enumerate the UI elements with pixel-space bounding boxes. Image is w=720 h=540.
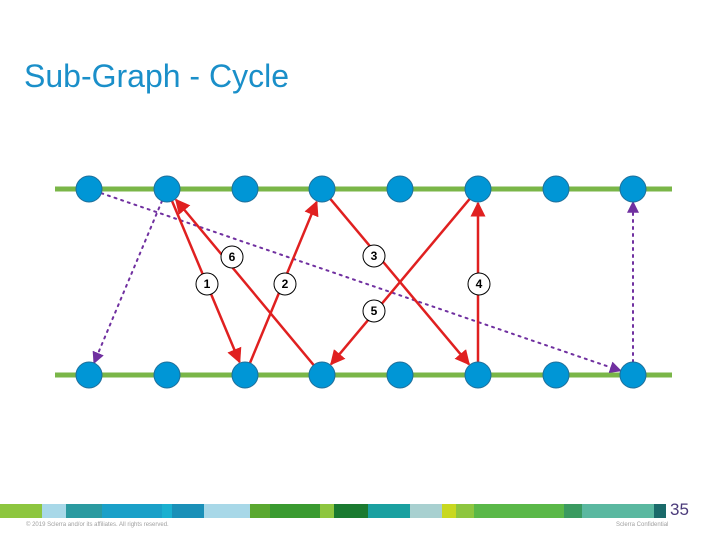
footer-segment bbox=[204, 504, 250, 518]
footer-segment bbox=[442, 504, 456, 518]
top-node-8 bbox=[619, 175, 647, 203]
step-badge-1 bbox=[195, 272, 219, 296]
footer-segment bbox=[654, 504, 666, 518]
top-node-3 bbox=[231, 175, 259, 203]
top-node-4 bbox=[308, 175, 336, 203]
footer-segment bbox=[456, 504, 474, 518]
edge-5 bbox=[330, 198, 471, 366]
top-node-1 bbox=[75, 175, 103, 203]
bottom-node-4 bbox=[308, 361, 336, 389]
top-node-6 bbox=[464, 175, 492, 203]
bottom-node-8 bbox=[619, 361, 647, 389]
bottom-node-6 bbox=[464, 361, 492, 389]
top-node-5 bbox=[386, 175, 414, 203]
footer-segment bbox=[0, 504, 42, 518]
step-label-6: 6 bbox=[229, 250, 236, 264]
dotted-edge-3 bbox=[92, 199, 163, 365]
slide-title: Sub-Graph - Cycle bbox=[24, 58, 289, 94]
step-badge-4 bbox=[467, 272, 491, 296]
copyright-text: © 2019 Sclerra and/or its affiliates. Al… bbox=[26, 522, 169, 528]
bottom-node-7 bbox=[542, 361, 570, 389]
footer-color-bar bbox=[0, 504, 666, 518]
footer-segment bbox=[270, 504, 320, 518]
footer-segment bbox=[42, 504, 66, 518]
step-badge-3 bbox=[362, 244, 386, 268]
bottom-node-2 bbox=[153, 361, 181, 389]
page-number: 35 bbox=[670, 500, 689, 519]
bottom-node-3 bbox=[231, 361, 259, 389]
footer-segment bbox=[368, 504, 410, 518]
dotted-edge-1 bbox=[100, 192, 622, 373]
footer-segment bbox=[564, 504, 582, 518]
footer-segment bbox=[410, 504, 442, 518]
top-node-7 bbox=[542, 175, 570, 203]
footer-segment bbox=[162, 504, 172, 518]
step-label-2: 2 bbox=[282, 277, 289, 291]
step-badge-5 bbox=[362, 299, 386, 323]
step-label-4: 4 bbox=[476, 277, 483, 291]
step-label-3: 3 bbox=[371, 249, 378, 263]
step-badge-6 bbox=[220, 245, 244, 269]
top-node-2 bbox=[153, 175, 181, 203]
footer-segment bbox=[250, 504, 270, 518]
bottom-node-5 bbox=[386, 361, 414, 389]
cycle-diagram: 1 2 3 4 5 6 bbox=[55, 175, 672, 389]
confidential-text: Sclerra Confidential bbox=[616, 522, 669, 528]
step-badge-2 bbox=[273, 272, 297, 296]
step-label-1: 1 bbox=[204, 277, 211, 291]
footer-segment bbox=[102, 504, 162, 518]
bottom-node-1 bbox=[75, 361, 103, 389]
footer-segment bbox=[474, 504, 564, 518]
footer-segment bbox=[172, 504, 204, 518]
footer-segment bbox=[582, 504, 654, 518]
edge-6 bbox=[175, 198, 315, 366]
footer-segment bbox=[320, 504, 334, 518]
step-label-5: 5 bbox=[371, 304, 378, 318]
footer-segment bbox=[334, 504, 368, 518]
footer-segment bbox=[66, 504, 102, 518]
